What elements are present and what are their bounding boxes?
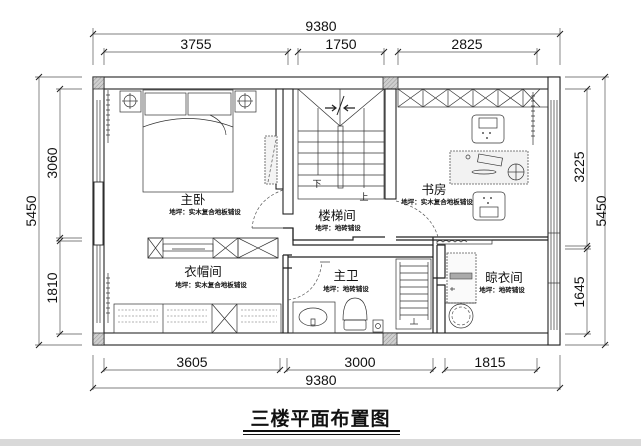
drying-room-floor: 地坪：地砖铺设: [479, 285, 525, 294]
study-name: 书房: [421, 182, 446, 197]
room-cloakroom: 衣帽间 地坪：实木复合地板铺设: [175, 264, 247, 289]
drawing-title: 三楼平面布置图: [250, 408, 391, 430]
title-underline: [243, 430, 400, 432]
bottom-band: [0, 439, 641, 446]
dim-right-total: 5450: [593, 195, 609, 226]
dim-top-seg-3: 2825: [451, 36, 482, 52]
title-underline-thin: [243, 434, 400, 435]
dim-bottom-total: 9380: [305, 372, 336, 388]
dim-left-total: 5450: [23, 195, 39, 226]
dimension-top: [89, 28, 564, 65]
drying-room-fixtures: [445, 252, 477, 329]
master-bath-name: 主卫: [333, 268, 358, 283]
dim-top-seg-1: 3755: [180, 36, 211, 52]
dim-top-total: 9380: [305, 18, 336, 34]
stair-down-label: 下: [312, 180, 321, 190]
dim-bottom-seg-1: 3605: [176, 354, 207, 370]
stair-up-label: 上: [359, 192, 368, 203]
dim-top-seg-2: 1750: [325, 36, 356, 52]
interior-walls: [275, 88, 548, 333]
room-master-bath: 主卫 地坪：地砖铺设: [323, 268, 369, 293]
staircase: [297, 88, 385, 200]
room-drying-room: 晾衣间 地坪：地砖铺设: [479, 270, 525, 294]
dimension-bottom: [89, 355, 564, 392]
cloakroom-furniture: [106, 237, 282, 334]
master-bedroom-name: 主卧: [180, 192, 205, 207]
dimension-right: [565, 73, 609, 349]
master-bedroom-floor: 地坪：实木复合地板铺设: [169, 207, 241, 216]
dim-right-seg-1: 3225: [571, 151, 587, 182]
study-floor: 地坪：实木复合地板铺设: [401, 197, 473, 206]
dim-bottom-seg-2: 3000: [344, 354, 375, 370]
outer-walls: [92, 76, 561, 346]
stairwell-floor: 地坪：地砖铺设: [315, 223, 361, 232]
dim-right-seg-2: 1645: [571, 276, 587, 307]
dimension-left: [35, 73, 82, 349]
dim-bottom-seg-3: 1815: [474, 354, 505, 370]
cloakroom-name: 衣帽间: [184, 264, 222, 279]
dim-left-seg-1: 3060: [44, 147, 60, 178]
room-master-bedroom: 主卧 地坪：实木复合地板铺设: [169, 192, 241, 216]
bathroom-fixtures: [287, 258, 432, 334]
stairwell-name: 楼梯间: [318, 208, 356, 223]
drying-room-name: 晾衣间: [485, 270, 523, 285]
room-stairwell: 楼梯间 地坪：地砖铺设: [315, 208, 361, 232]
study-furniture: [395, 88, 549, 245]
dim-left-seg-2: 1810: [44, 272, 60, 303]
cloakroom-floor: 地坪：实木复合地板铺设: [175, 280, 247, 289]
master-bedroom-furniture: [106, 89, 284, 229]
room-study: 书房 地坪：实木复合地板铺设: [401, 182, 473, 206]
master-bath-floor: 地坪：地砖铺设: [323, 284, 369, 293]
